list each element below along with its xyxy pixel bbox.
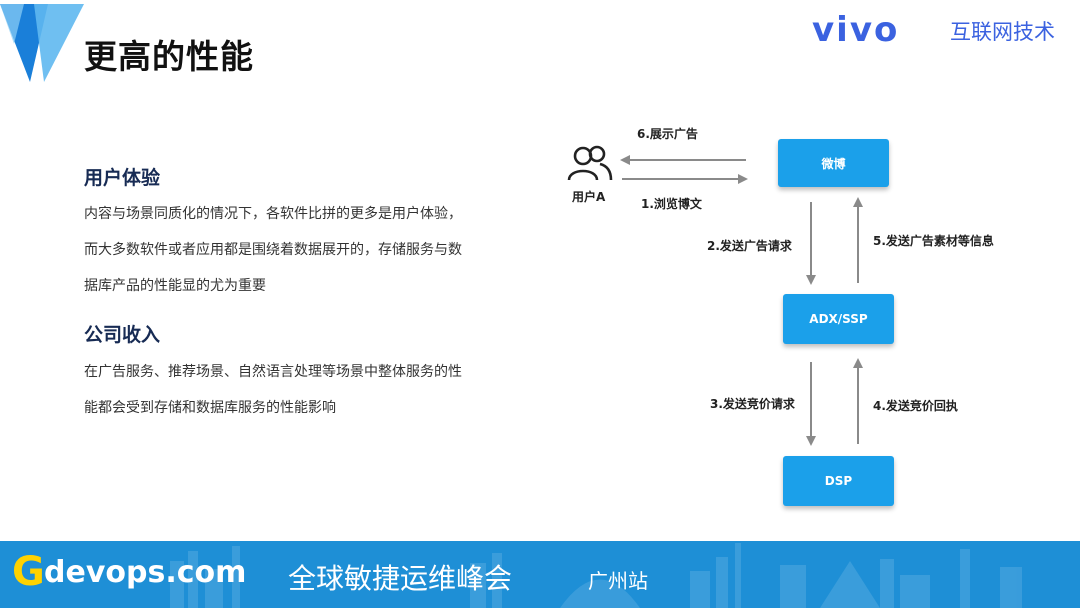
section-1-line-1: 内容与场景同质化的情况下，各软件比拼的更多是用户体验， [84, 206, 462, 222]
section-title-user-experience: 用户体验 [84, 167, 161, 189]
brand-subtitle: 互联网技术 [950, 20, 1055, 44]
footer-city: 广州站 [588, 569, 648, 593]
footer-domain: devops.com [44, 555, 247, 590]
node-weibo: 微博 [778, 139, 889, 187]
skyline-decoration [170, 543, 1022, 608]
edge-label-bid-response: 4.发送竞价回执 [873, 399, 958, 413]
users-icon [567, 145, 613, 181]
footer-banner: G devops.com 全球敏捷运维峰会 广州站 [0, 541, 1080, 608]
edge-label-show-ad: 6.展示广告 [637, 127, 698, 141]
node-adx-ssp: ADX/SSP [783, 294, 894, 344]
footer-event-title: 全球敏捷运维峰会 [288, 562, 513, 595]
flow-diagram [567, 145, 863, 446]
edge-label-browse-post: 1.浏览博文 [641, 197, 702, 211]
triangle-logo-icon [0, 4, 84, 82]
section-1-line-3: 据库产品的性能显的尤为重要 [84, 278, 266, 294]
user-label: 用户A [572, 190, 606, 204]
section-2-line-1: 在广告服务、推荐场景、自然语言处理等场景中整体服务的性 [84, 364, 462, 380]
section-2-line-2: 能都会受到存储和数据库服务的性能影响 [84, 400, 336, 416]
footer-logo-letter: G [12, 549, 45, 595]
edge-label-bid-request: 3.发送竞价请求 [710, 397, 795, 411]
edge-label-ad-request: 2.发送广告请求 [707, 239, 792, 253]
page-title: 更高的性能 [84, 37, 254, 76]
brand-logo: vivo [812, 10, 900, 50]
node-dsp: DSP [783, 456, 894, 506]
section-1-line-2: 而大多数软件或者应用都是围绕着数据展开的，存储服务与数 [84, 242, 462, 258]
section-title-company-revenue: 公司收入 [84, 324, 161, 346]
edge-label-ad-material: 5.发送广告素材等信息 [873, 234, 994, 248]
